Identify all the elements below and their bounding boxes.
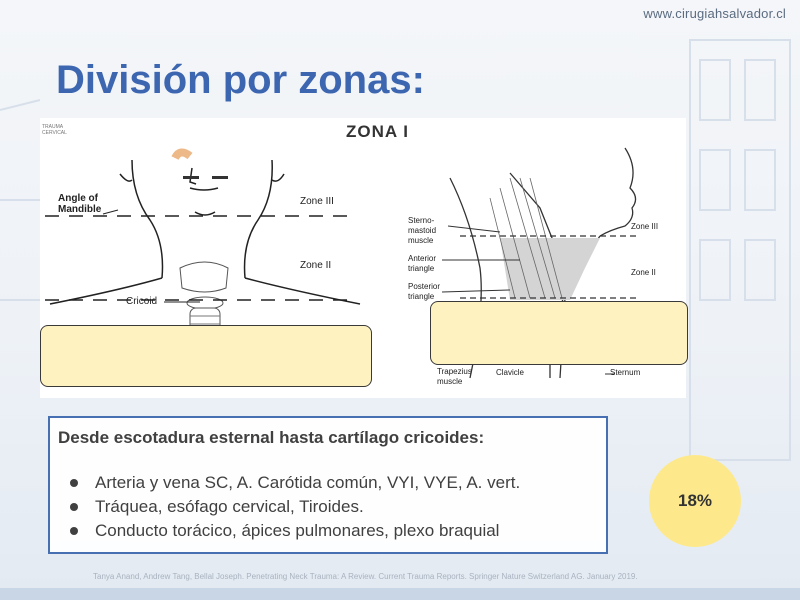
zone-i-highlight-left (40, 325, 372, 387)
citation: Tanya Anand, Andrew Tang, Bellal Joseph.… (93, 572, 638, 581)
logo-text-line-2: CERVICAL (42, 130, 67, 136)
bullet-text: Tráquea, esófago cervical, Tiroides. (95, 497, 364, 516)
label-trapezius-muscle: muscle (437, 377, 463, 386)
bullet-text: Arteria y vena SC, A. Carótida común, VY… (95, 473, 521, 492)
percentage-badge: 18% (649, 455, 741, 547)
logo-text-line-1: TRAUMA (42, 124, 64, 130)
list-item: Tráquea, esófago cervical, Tiroides. (62, 495, 520, 519)
list-item: Arteria y vena SC, A. Carótida común, VY… (62, 471, 520, 495)
label-left-zone-ii: Zone II (300, 260, 332, 271)
label-posterior: Posterior (408, 282, 441, 291)
figure-heading: ZONA I (346, 122, 409, 141)
label-mastoid: mastoid (408, 226, 437, 235)
label-muscle: muscle (408, 236, 434, 245)
corner-logo: TRAUMA CERVICAL (42, 124, 67, 136)
label-left-zone-iii: Zone III (300, 196, 334, 207)
info-bullet-list: Arteria y vena SC, A. Carótida común, VY… (62, 471, 520, 543)
slide-title: División por zonas: (56, 58, 425, 102)
label-posterior-triangle: triangle (408, 292, 435, 301)
zone-i-info-box: Desde escotadura esternal hasta cartílag… (48, 416, 608, 554)
bullet-icon (70, 502, 78, 511)
list-item: Conducto torácico, ápices pulmonares, pl… (62, 519, 520, 543)
website-url: www.cirugiahsalvador.cl (643, 6, 786, 21)
bullet-icon (70, 478, 78, 487)
neck-zones-illustration (45, 147, 640, 379)
label-clavicle: Clavicle (496, 368, 525, 377)
bullet-icon (70, 526, 78, 535)
label-mandible: Mandible (58, 204, 102, 215)
label-anterior-triangle: triangle (408, 264, 435, 273)
label-right-zone-ii: Zone II (631, 268, 656, 277)
label-anterior: Anterior (408, 254, 437, 263)
label-cricoid: Cricoid (126, 296, 158, 307)
label-sternum: Sternum (610, 368, 641, 377)
info-box-heading: Desde escotadura esternal hasta cartílag… (58, 428, 485, 447)
label-angle-of: Angle of (58, 193, 98, 204)
label-right-zone-iii: Zone III (631, 222, 659, 231)
bullet-text: Conducto torácico, ápices pulmonares, pl… (95, 521, 500, 540)
label-sterno: Sterno- (408, 216, 435, 225)
zone-i-highlight-right (430, 301, 688, 365)
label-trapezius: Trapezius (437, 367, 472, 376)
